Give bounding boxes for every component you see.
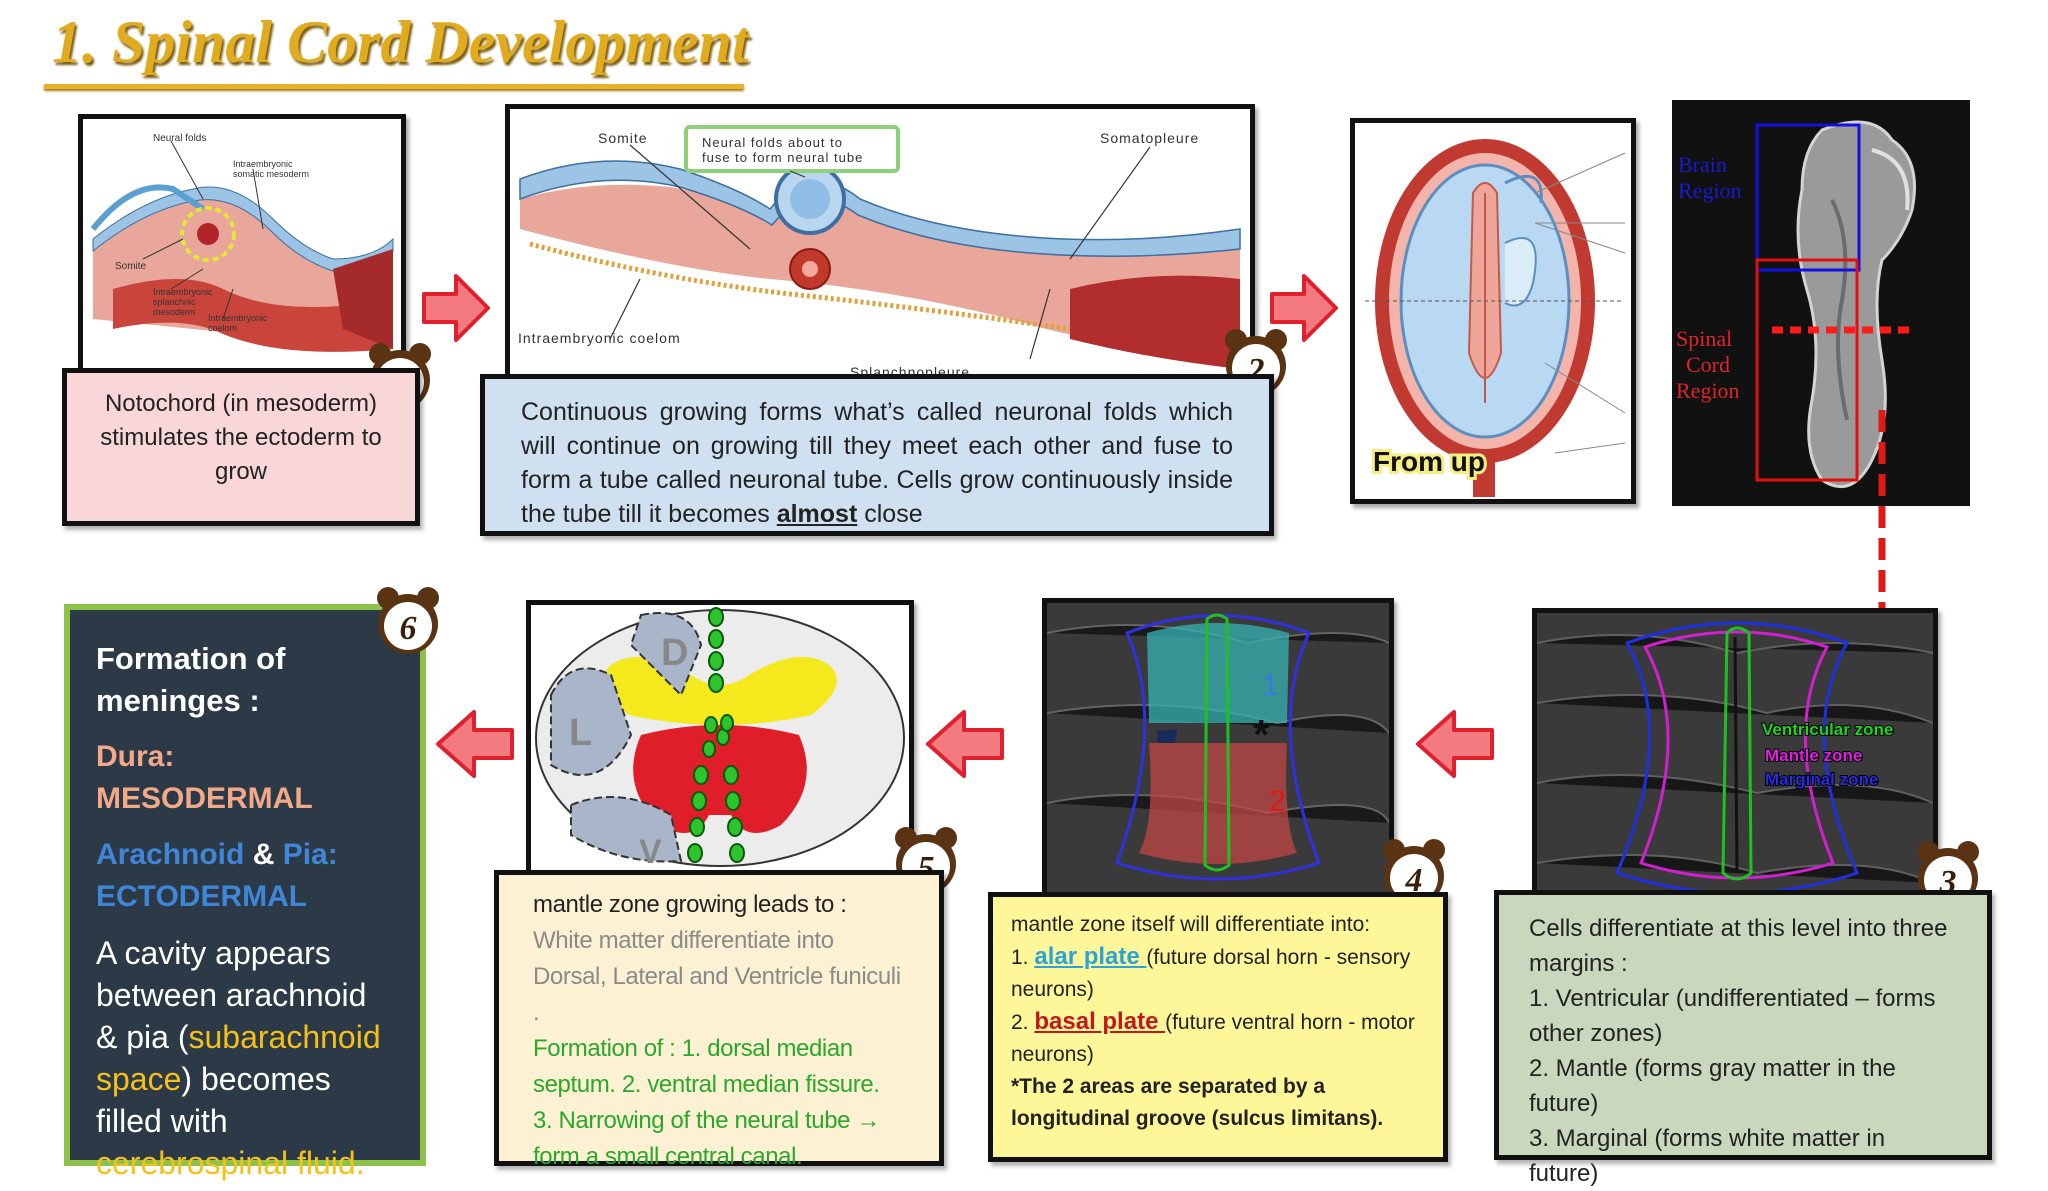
embryo-top-view: From up — [1350, 118, 1636, 504]
mark-one: 1 — [1262, 669, 1279, 702]
brain-label-2: Region — [1678, 178, 1742, 203]
step-4-item-1-num: 1. — [1011, 946, 1035, 969]
step-2-close: close — [857, 500, 923, 528]
label-coelom-2: coelom — [208, 323, 237, 333]
zone-marginal-label: Marginal zone — [1765, 770, 1878, 789]
step-4-item-2-num: 2. — [1011, 1011, 1035, 1034]
step-1-caption: Notochord (in mesoderm) stimulates the e… — [62, 368, 420, 526]
label-somatic-1: Intraembryonic — [233, 159, 293, 169]
step-2-almost: almost — [776, 500, 858, 528]
cavity-text: A cavity appears between arachnoid & pia… — [96, 935, 367, 1055]
brain-label-1: Brain — [1678, 152, 1727, 177]
step-4-item-1-text: (future dorsal horn - sensory neurons) — [1011, 946, 1411, 1001]
arrow-right-2 — [1268, 270, 1340, 346]
plates-section-image: 1 * 2 — [1042, 598, 1394, 898]
neural-plate-diagram: Neural folds Intraembryonic somatic meso… — [78, 114, 406, 402]
funiculus-l-label: L — [569, 712, 592, 754]
step-5-gray-text: White matter differentiate into Dorsal, … — [533, 927, 901, 1026]
arachnoid-text: Arachnoid — [96, 838, 245, 871]
step-4-item-2-text: (future ventral horn - motor neurons) — [1011, 1011, 1415, 1066]
step-5-caption: mantle zone growing leads to : White mat… — [494, 870, 944, 1170]
funiculus-v-label: V — [639, 833, 662, 871]
sem-embryo-image: Brain Region Spinal Cord Region — [1672, 100, 1970, 506]
label-neural-folds: Neural folds — [153, 133, 206, 144]
step-5-green-text: Formation of : 1. dorsal median septum. … — [533, 1035, 880, 1170]
label-splanchnic-2: splanchnic — [153, 297, 196, 307]
step-4-badge: 4 — [1376, 836, 1452, 912]
csf-text: cerebrospinal fluid. — [96, 1145, 365, 1181]
zone-mantle-label: Mantle zone — [1765, 746, 1862, 765]
mark-two: 2 — [1269, 785, 1286, 818]
amp-text: & — [244, 838, 283, 871]
step-3-line-2: 1. Ventricular (undifferentiated – forms… — [1529, 985, 1936, 1047]
step-1-text: Notochord (in mesoderm) stimulates the e… — [100, 390, 382, 485]
step-3-line-3: 2. Mantle (forms gray matter in the futu… — [1529, 1055, 1896, 1117]
step-4-caption: mantle zone itself will differentiate in… — [988, 892, 1448, 1162]
arrow-left-3 — [1412, 706, 1496, 782]
alar-plate-term: alar plate — [1034, 943, 1147, 970]
label-somatopleure: Somatopleure — [1100, 130, 1199, 146]
zones-section-image: Ventricular zone Mantle zone Marginal zo… — [1532, 608, 1938, 914]
label-coelom-1: Intraembryonic — [208, 313, 268, 323]
funiculus-d-label: D — [661, 632, 688, 674]
label-somite-2: Somite — [598, 130, 648, 146]
badge-number-4: 4 — [1405, 862, 1423, 899]
funiculi-diagram: D L V — [526, 600, 914, 876]
step-3-line-1: Cells differentiate at this level into t… — [1529, 915, 1948, 977]
spinal-label-1: Spinal — [1676, 326, 1732, 351]
step-4-intro: mantle zone itself will differentiate in… — [1011, 913, 1371, 936]
step-3-line-4: 3. Marginal (forms white matter in futur… — [1529, 1125, 1886, 1187]
zone-ventricular-label: Ventricular zone — [1762, 720, 1893, 739]
spinal-label-2: Cord — [1686, 352, 1730, 377]
label-splanchnic-1: Intraembryonic — [153, 287, 213, 297]
arrow-left-4 — [922, 706, 1006, 782]
page-title: 1. Spinal Cord Development — [52, 9, 749, 75]
mark-star: * — [1253, 711, 1270, 758]
step-6-badge: 6 — [370, 584, 446, 660]
label-intraembryonic-coelom: Intraembryonic coelom — [518, 330, 681, 346]
arrow-left-5 — [432, 706, 516, 782]
step-4-note: *The 2 areas are separated by a longitud… — [1011, 1075, 1384, 1130]
meninges-panel: Formation of meninges : Dura: MESODERMAL… — [64, 604, 426, 1181]
step-2-caption: Continuous growing forms what’s called n… — [480, 374, 1274, 536]
label-neural-folds-2: fuse to form neural tube — [702, 150, 863, 165]
basal-plate-term: basal plate — [1034, 1008, 1166, 1035]
neural-folds-diagram: Somite Neural folds about to fuse to for… — [505, 104, 1255, 388]
step-5-intro: mantle zone growing leads to : — [533, 891, 847, 918]
pia-text: Pia: ECTODERMAL — [96, 838, 338, 913]
subarachnoid-space-text: subarachnoid space — [96, 1019, 381, 1097]
arrow-right-1 — [420, 270, 492, 346]
meninges-heading: Formation of meninges : — [96, 641, 286, 718]
filled-text: ) becomes filled with — [96, 1061, 331, 1139]
step-3-caption: Cells differentiate at this level into t… — [1494, 890, 1992, 1187]
dura-text: Dura: MESODERMAL — [96, 740, 313, 815]
label-somite: Somite — [115, 261, 147, 272]
from-up-label: From up — [1373, 446, 1485, 477]
label-neural-folds-1: Neural folds about to — [702, 135, 843, 150]
step-2-text: Continuous growing forms what’s called n… — [521, 398, 1233, 528]
badge-number-6: 6 — [400, 610, 417, 647]
label-splanchnic-3: mesoderm — [153, 307, 196, 317]
title-underline — [44, 84, 744, 89]
spinal-label-3: Region — [1676, 378, 1740, 403]
label-somatic-2: somatic mesoderm — [233, 169, 309, 179]
